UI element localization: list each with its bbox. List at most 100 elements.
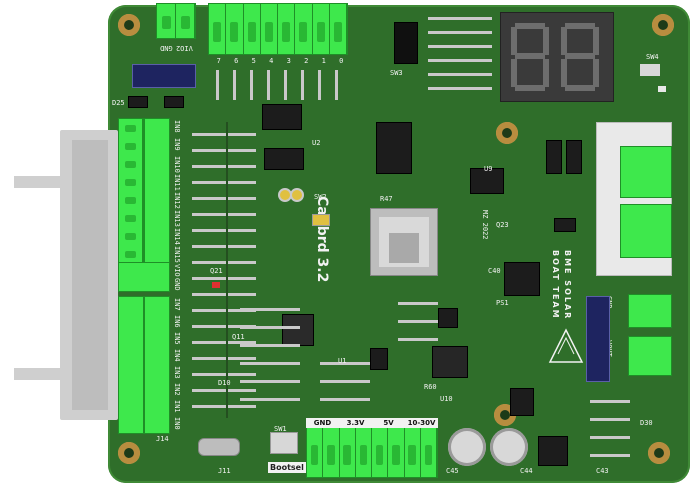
top-pin-labels: 7 6 5 4 3 2 1 0 — [210, 58, 350, 65]
bootsel-label: Bootsel — [268, 462, 306, 473]
power-labels: GND 3.3V 5V 10-30V — [306, 418, 438, 428]
power-label-5v: 5V — [383, 419, 394, 427]
designator-u2: U2 — [312, 139, 321, 147]
transistor-array — [428, 14, 492, 98]
dip-switch-sw3[interactable] — [394, 22, 418, 64]
user-button-sw4[interactable] — [640, 64, 660, 76]
resistor-row — [210, 70, 350, 100]
input-terminal-lower[interactable] — [118, 296, 144, 434]
pin-label: 5 — [251, 57, 256, 65]
pin-label: 2 — [304, 57, 309, 65]
pin-label: IN10 — [173, 156, 181, 173]
mounting-hole-icon — [496, 122, 518, 144]
designator-q23: Q23 — [496, 221, 509, 229]
test-point — [278, 188, 292, 202]
designator-r60: R60 — [424, 383, 437, 391]
ic-u10 — [438, 308, 458, 328]
designator-c45: C45 — [446, 467, 459, 475]
connector-latch-bottom — [14, 368, 74, 380]
output-terminal-top[interactable] — [208, 3, 348, 55]
designator-c23: Q11 — [232, 333, 245, 341]
designator-sw3: SW3 — [390, 69, 403, 77]
electrolytic-capacitor-icon — [448, 428, 486, 466]
bootsel-button-sw1[interactable] — [270, 432, 298, 454]
reset-button-sw2[interactable] — [312, 214, 330, 226]
designator-r11: D10 — [218, 379, 231, 387]
designator-sw4: SW4 — [646, 53, 659, 61]
designator-j14: J14 — [156, 435, 169, 443]
pin-label: IN13 — [173, 210, 181, 227]
passives-cluster — [398, 290, 438, 350]
input-terminal-upper-back — [144, 118, 170, 264]
passives-cluster — [590, 396, 630, 466]
pin-label: IN2 — [173, 383, 181, 396]
designator-ps1: PS1 — [496, 299, 509, 307]
top-label-vio2: VIO2 — [176, 44, 193, 52]
board-title: Canbrd 3.2 — [314, 196, 330, 283]
power-label-3v3: 3.3V — [346, 419, 365, 427]
pin-label: 3 — [286, 57, 291, 65]
usb-connector-j11[interactable] — [198, 438, 240, 456]
connector-latch-top — [14, 176, 74, 188]
pin-label: 1 — [321, 57, 326, 65]
regulator — [538, 436, 568, 466]
input-terminal-upper[interactable] — [118, 118, 144, 264]
ic-u3 — [264, 148, 304, 170]
input-terminal-lower-back — [144, 296, 170, 434]
pin-label: IN4 — [173, 349, 181, 362]
designator-u1: U1 — [338, 357, 347, 365]
pin-label: 7 — [216, 57, 221, 65]
designator-r47: R47 — [380, 195, 393, 203]
designator-c44: C44 — [520, 467, 533, 475]
pin-label: IN0 — [173, 417, 181, 430]
pin-label: IN15 — [173, 246, 181, 263]
designator-sw1: SW1 — [274, 425, 287, 433]
chip-small — [554, 218, 576, 232]
pin-label: GND — [173, 278, 181, 291]
electrolytic-capacitor-icon — [490, 428, 528, 466]
output-terminal-right-1[interactable] — [620, 146, 672, 198]
passives-cluster — [240, 300, 300, 410]
output-terminal-right-2[interactable] — [620, 204, 672, 258]
pin-label: IN12 — [173, 192, 181, 209]
pin-label: 6 — [234, 57, 239, 65]
sd-card-slot-icon[interactable] — [370, 208, 438, 276]
diode-d10 — [128, 96, 148, 108]
designator-c43: C43 — [596, 467, 609, 475]
vio-gnd-terminal[interactable] — [118, 262, 170, 292]
ic-u8 — [376, 122, 412, 174]
designator-c40: C40 — [488, 267, 501, 275]
team-name-line2: BOAT TEAM — [551, 250, 560, 320]
designator-u9: U9 — [484, 165, 493, 173]
mounting-hole-icon — [118, 442, 140, 464]
relay-d22 — [546, 140, 562, 174]
ribbon-connector-shroud — [72, 140, 108, 410]
test-point — [290, 188, 304, 202]
power-terminal-bottom[interactable] — [306, 426, 438, 478]
j10-terminal[interactable] — [156, 3, 196, 39]
vout-terminal-right[interactable] — [628, 336, 672, 376]
pin-label: IN6 — [173, 315, 181, 328]
pin-label: IN7 — [173, 298, 181, 311]
pin-label: VIO — [173, 264, 181, 277]
ic-u2 — [262, 104, 302, 130]
pin-label: IN9 — [173, 138, 181, 151]
power-label-gnd: GND — [313, 419, 332, 427]
designator-sw2: SW2 — [314, 193, 327, 201]
mounting-hole-icon — [118, 14, 140, 36]
pin-label: 4 — [269, 57, 274, 65]
mounting-hole-icon — [648, 442, 670, 464]
pin-label: IN14 — [173, 228, 181, 245]
passives-cluster — [320, 350, 370, 410]
pin-label: IN8 — [173, 120, 181, 133]
pin-label: IN5 — [173, 332, 181, 345]
seven-segment-display-icon — [500, 12, 614, 102]
mounting-hole-icon — [652, 14, 674, 36]
designator-u10: U10 — [440, 395, 453, 403]
gnd-terminal-right[interactable] — [628, 294, 672, 328]
relay-d23 — [566, 140, 582, 174]
pin-label: 0 — [339, 57, 344, 65]
designator-j11: J11 — [218, 467, 231, 475]
designator-d30: D30 — [640, 419, 653, 427]
pin-label: IN3 — [173, 366, 181, 379]
